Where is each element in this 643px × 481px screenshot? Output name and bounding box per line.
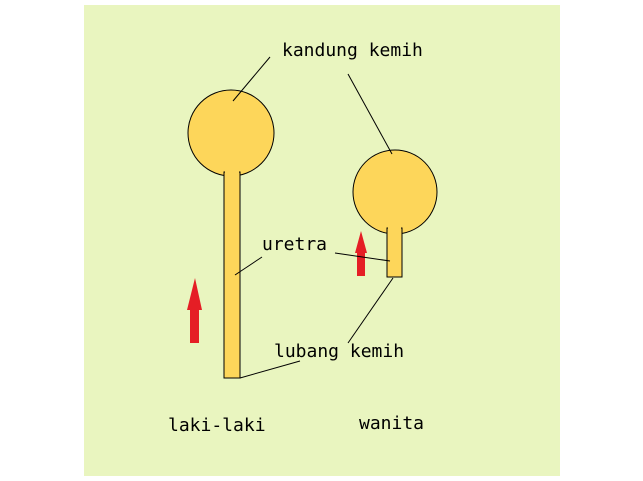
leader-lines xyxy=(232,56,394,379)
male-arrow-up-icon xyxy=(187,278,202,343)
label-urethra: uretra xyxy=(262,234,327,255)
label-female: wanita xyxy=(359,413,424,434)
male-bladder xyxy=(187,89,275,177)
label-opening: lubang kemih xyxy=(274,341,404,362)
female-bladder xyxy=(352,149,438,235)
diagram-background xyxy=(84,5,560,476)
leader-urethra-female xyxy=(334,252,391,262)
leader-opening-male xyxy=(239,360,301,379)
leader-opening-female xyxy=(347,277,394,344)
label-bladder: kandung kemih xyxy=(282,40,423,61)
female-joint xyxy=(388,226,401,234)
female-urethra xyxy=(386,227,403,278)
leader-urethra-male xyxy=(234,256,263,276)
female-arrow-up-icon xyxy=(355,231,367,276)
male-urinary-tract xyxy=(187,89,275,379)
leader-bladder-male xyxy=(232,56,271,102)
male-urethra xyxy=(223,171,241,379)
leader-bladder-female xyxy=(347,73,393,155)
male-joint xyxy=(225,170,239,178)
female-urinary-tract xyxy=(352,149,438,278)
label-male: laki-laki xyxy=(168,415,266,436)
